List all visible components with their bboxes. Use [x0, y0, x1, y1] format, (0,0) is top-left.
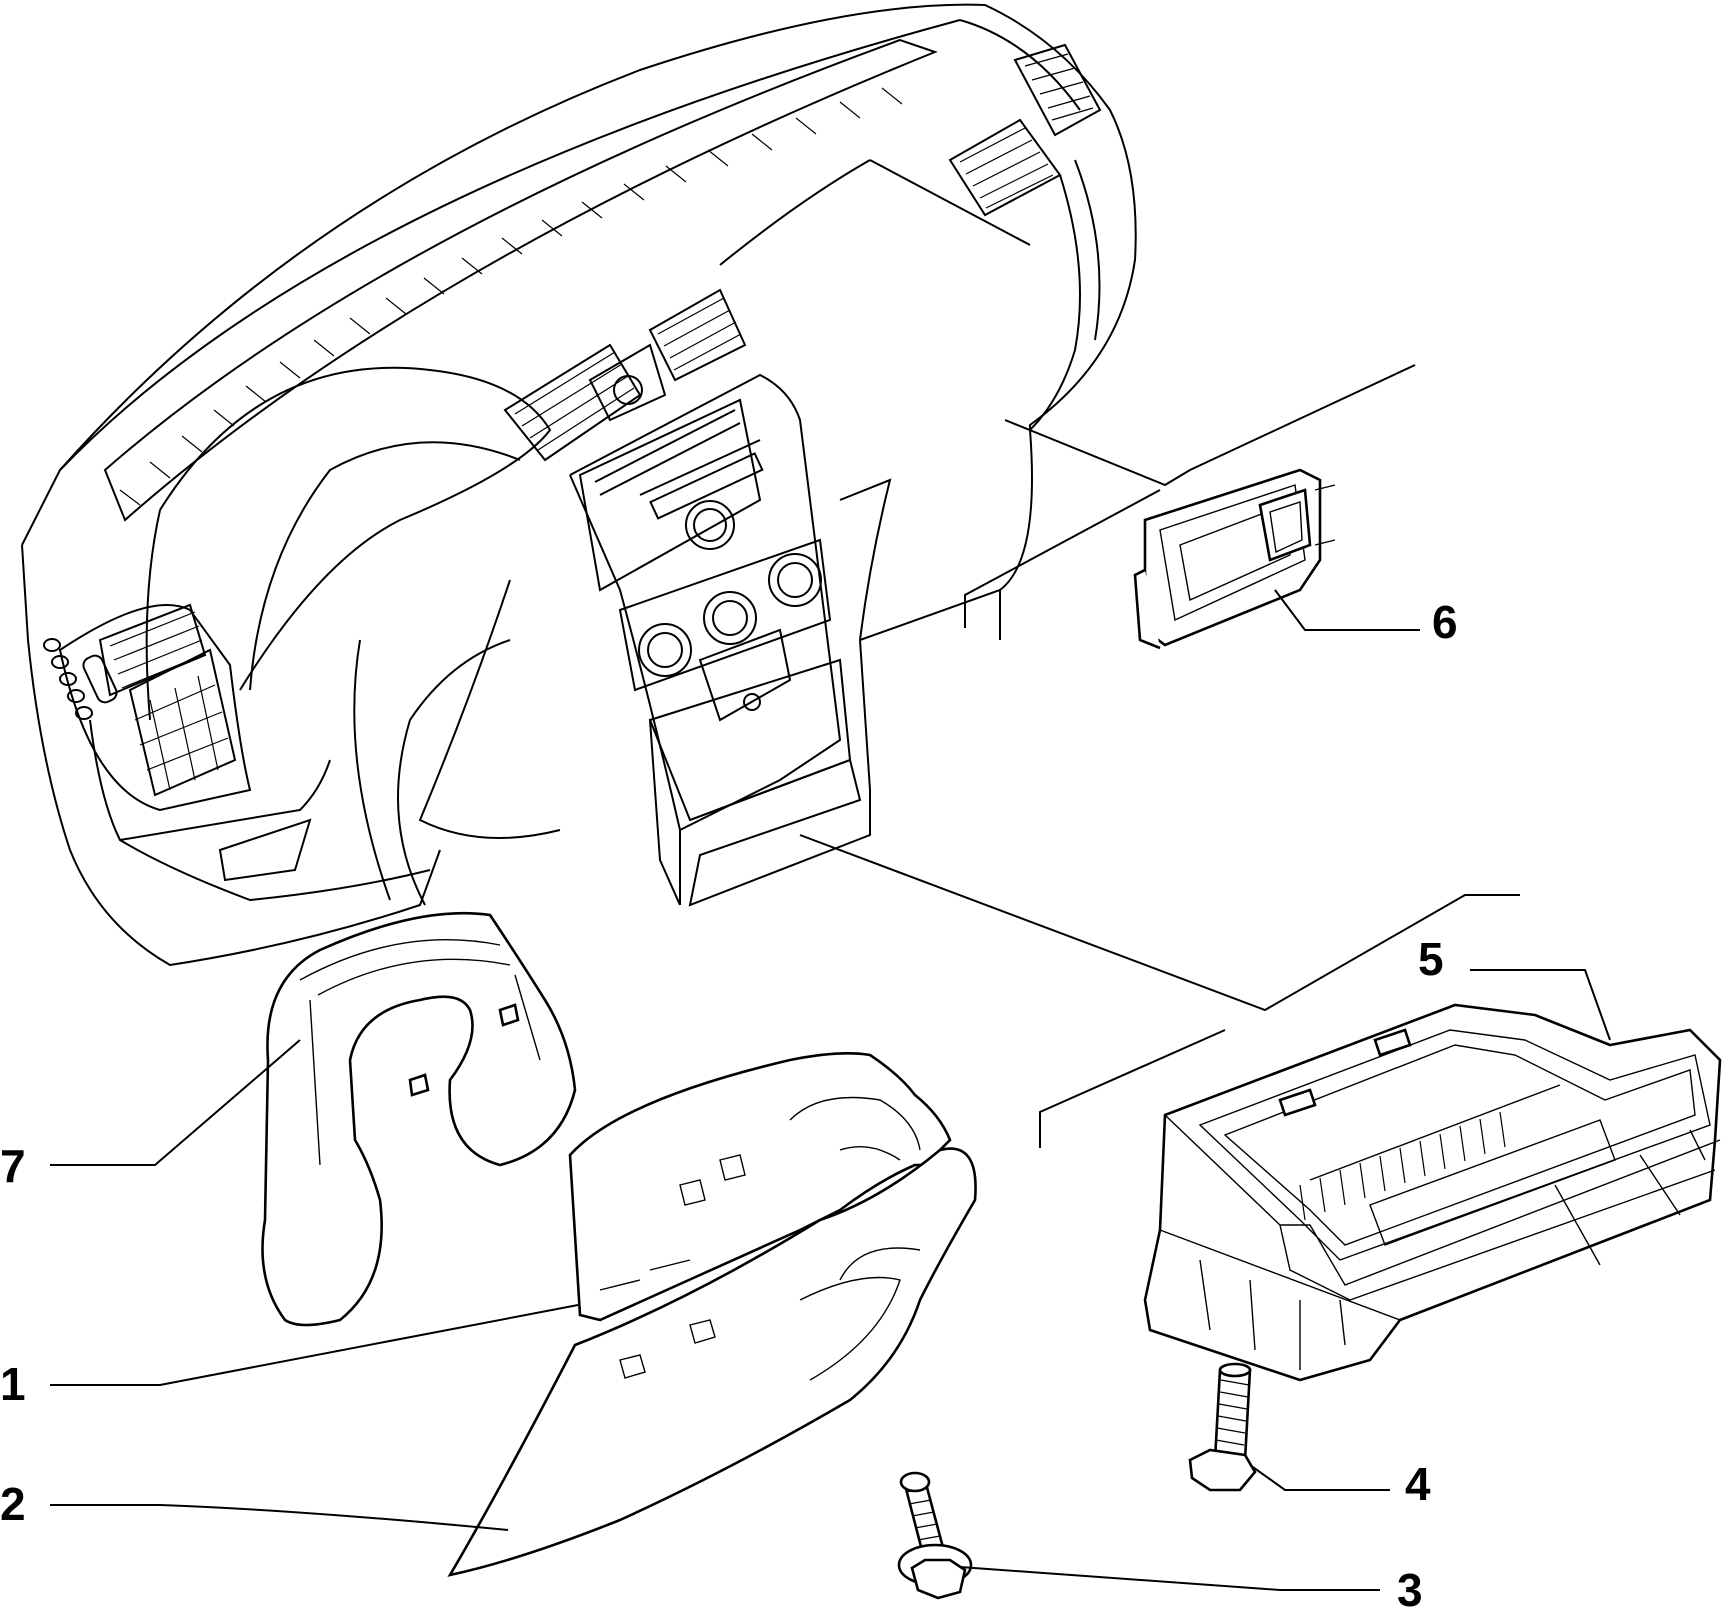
leader-lines: [50, 364, 1611, 1591]
part-1-upper-shroud: [568, 1052, 952, 1322]
callout-6: 6: [1432, 596, 1458, 648]
callout-2: 2: [0, 1478, 26, 1530]
callout-4: 4: [1405, 1458, 1431, 1510]
defroster-grille-hatching: [119, 87, 903, 506]
callout-5: 5: [1418, 933, 1444, 985]
part-4-bolt: [1188, 1362, 1257, 1492]
part-7-cowl: [261, 911, 577, 1327]
callout-1: 1: [0, 1358, 26, 1410]
dashboard-assembly: [21, 3, 1137, 967]
part-5-storage-tray: [1143, 1003, 1722, 1382]
tray-ribs: [1299, 1111, 1506, 1221]
callout-labels: 6 5 7 1 2 4 3: [0, 596, 1458, 1612]
part-6-switch-bezel: [1133, 468, 1336, 650]
part-3-flange-bolt: [897, 1471, 973, 1600]
callout-7: 7: [0, 1140, 26, 1192]
callout-3: 3: [1397, 1564, 1423, 1612]
part-2-lower-shroud: [447, 1147, 977, 1577]
